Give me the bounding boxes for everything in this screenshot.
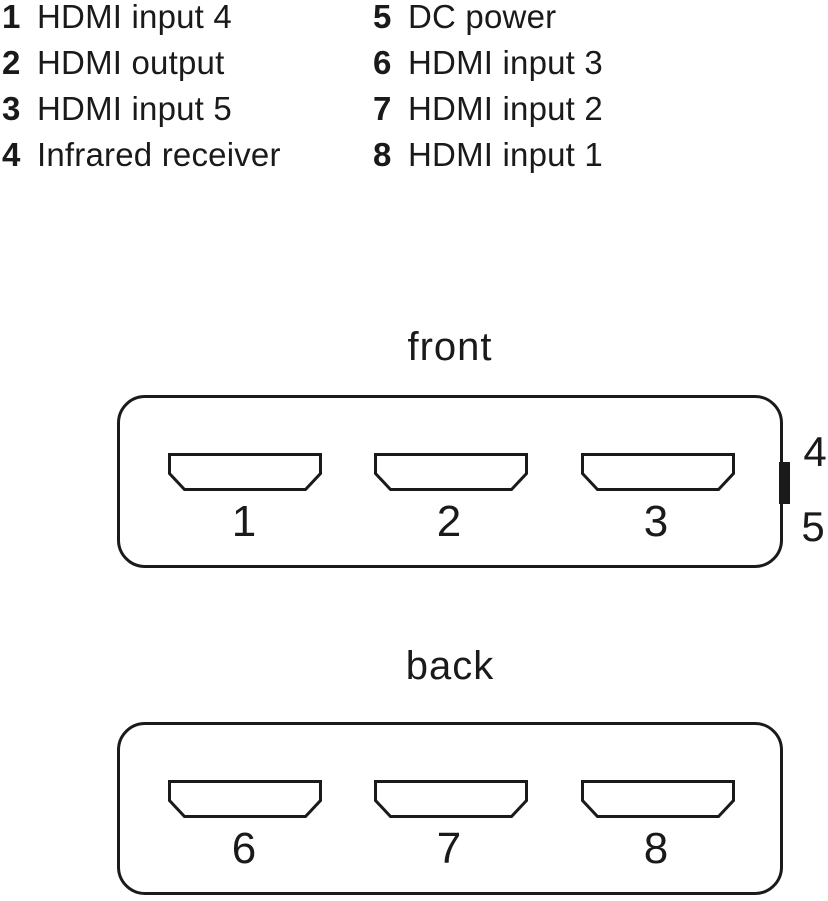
legend-item: 1 HDMI input 4 [2, 0, 281, 40]
hdmi-port-icon [374, 780, 528, 818]
legend-item-number: 4 [2, 136, 21, 173]
port-number-label: 6 [231, 824, 257, 873]
legend-item-number: 7 [373, 90, 392, 127]
legend-item-label: HDMI input 3 [408, 44, 603, 81]
legend-item-label: HDMI output [37, 44, 225, 81]
back-view-title: back [405, 644, 495, 688]
legend-item: 7 HDMI input 2 [373, 86, 603, 132]
legend-item-number: 6 [373, 44, 392, 81]
legend-item-number: 2 [2, 44, 21, 81]
legend-item: 3 HDMI input 5 [2, 86, 281, 132]
port-number-label: 8 [643, 824, 669, 873]
legend-item-number: 3 [2, 90, 21, 127]
legend-left-column: 1 HDMI input 4 2 HDMI output 3 HDMI inpu… [2, 0, 281, 178]
ir-receiver-dc-power-marker [779, 462, 790, 504]
device-front-outline: 1 2 3 [117, 395, 783, 568]
hdmi-port-icon [581, 780, 735, 818]
hdmi-port-icon [168, 780, 322, 818]
hdmi-port-icon [374, 453, 528, 491]
legend-item-number: 8 [373, 136, 392, 173]
port-number-label: 2 [436, 497, 462, 546]
legend-item: 2 HDMI output [2, 40, 281, 86]
device-back-outline: 6 7 8 [117, 722, 783, 895]
legend-item: 4 Infrared receiver [2, 132, 281, 178]
side-label-dc-power: 5 [801, 503, 825, 550]
legend-right-column: 5 DC power 6 HDMI input 3 7 HDMI input 2… [373, 0, 603, 178]
side-label-infrared-receiver: 4 [803, 428, 827, 475]
port-number-label: 1 [231, 497, 257, 546]
legend-item-label: HDMI input 4 [37, 0, 232, 35]
hdmi-port-icon [581, 453, 735, 491]
legend-item: 6 HDMI input 3 [373, 40, 603, 86]
port-number-label: 7 [436, 824, 462, 873]
port-number-label: 3 [643, 497, 669, 546]
front-view-title: front [407, 325, 493, 369]
legend-item-label: Infrared receiver [37, 136, 281, 173]
legend-item: 5 DC power [373, 0, 603, 40]
legend-item: 8 HDMI input 1 [373, 132, 603, 178]
legend-item-label: HDMI input 2 [408, 90, 603, 127]
legend-item-number: 5 [373, 0, 392, 35]
legend-item-label: HDMI input 1 [408, 136, 603, 173]
hdmi-port-icon [168, 453, 322, 491]
legend-item-label: DC power [408, 0, 557, 35]
legend-item-label: HDMI input 5 [37, 90, 232, 127]
legend-item-number: 1 [2, 0, 21, 35]
